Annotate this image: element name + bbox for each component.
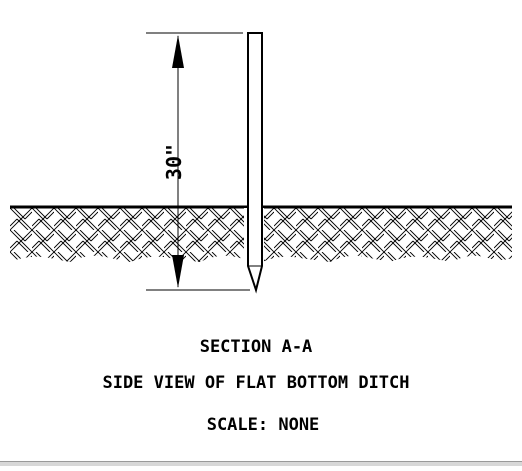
- dimension-label: 30": [162, 144, 186, 180]
- dimension-arrow-top: [172, 35, 184, 68]
- dimension-arrow-bottom: [172, 255, 184, 288]
- title-description: SIDE VIEW OF FLAT BOTTOM DITCH: [102, 373, 409, 393]
- bottom-border: [0, 461, 522, 466]
- title-section: SECTION A-A: [200, 337, 313, 357]
- title-scale: SCALE: NONE: [207, 415, 320, 435]
- stake: [247, 32, 263, 294]
